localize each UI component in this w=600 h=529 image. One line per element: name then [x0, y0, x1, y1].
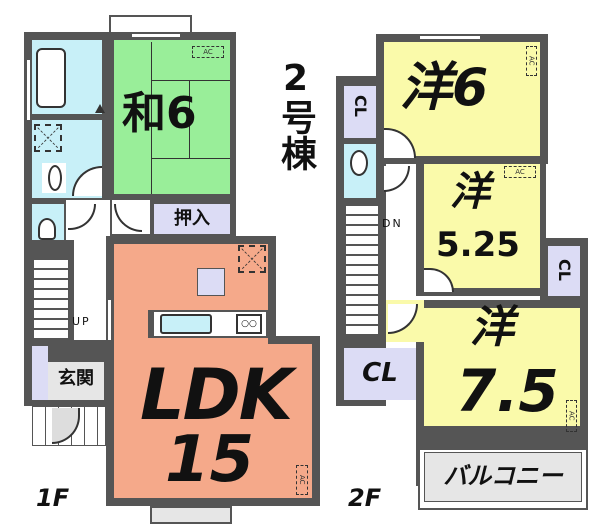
- room-yo6: [384, 42, 540, 156]
- room-label-genkan: 玄関: [58, 368, 94, 389]
- kitchen-sink-icon: [160, 314, 212, 334]
- ac-icon: AC: [526, 46, 537, 76]
- stair-dn-label: DN: [382, 217, 403, 230]
- toilet-icon: [350, 150, 368, 176]
- room-yo75: [424, 308, 580, 426]
- room-ldk-ext: [150, 344, 312, 498]
- room-label-oshiire: 押入: [174, 208, 210, 229]
- floor-label-1f: 1F: [36, 484, 70, 512]
- fridge-icon: [197, 268, 225, 296]
- stairs-1f[interactable]: [32, 260, 70, 344]
- hall-stair: [74, 240, 106, 350]
- window: [27, 60, 30, 120]
- room-label-yo525-kanji: 洋: [450, 169, 490, 215]
- window: [132, 34, 180, 37]
- room-cl3: [548, 246, 580, 296]
- room-balcony: [424, 452, 582, 502]
- room-cl1: [344, 86, 376, 138]
- tatami-line: [151, 158, 230, 159]
- room-genkan: [48, 362, 104, 400]
- sink-icon: [48, 165, 62, 191]
- room-label-ldk-size: 15: [165, 423, 255, 497]
- room-label-cl3: CL: [555, 259, 574, 281]
- triangle-door-icon: [95, 104, 105, 113]
- stair-up-label: UP: [72, 315, 91, 328]
- stove-icon: ○○: [236, 314, 262, 334]
- bay-window-bottom: [150, 506, 232, 524]
- room-oshiire: [154, 204, 230, 234]
- room-label-washitsu: 和6: [122, 88, 197, 139]
- bathtub-icon: [36, 48, 66, 108]
- room-label-cl1: CL: [351, 95, 370, 117]
- window: [590, 330, 593, 390]
- room-cl2: [344, 348, 416, 400]
- room-label-balcony: バルコニー: [443, 462, 563, 490]
- room-label-yo75-size: 7.5: [456, 357, 559, 425]
- room-label-cl2: CL: [362, 358, 398, 388]
- floor-label-2f: 2F: [348, 484, 382, 512]
- room-label-yo525-size: 5.25: [436, 225, 520, 265]
- tatami-line: [151, 42, 152, 194]
- room-yo525: [424, 164, 540, 288]
- storage-space-icon: [238, 245, 266, 273]
- tatami-line: [189, 80, 190, 158]
- stairs-2f[interactable]: [344, 206, 380, 336]
- ac-icon: AC: [504, 166, 536, 178]
- room-label-yo75-kanji: 洋: [470, 302, 514, 353]
- shoe-box: [32, 346, 48, 400]
- ac-icon: AC: [566, 400, 577, 432]
- room-washitsu: [114, 40, 230, 194]
- tatami-line: [151, 80, 230, 81]
- ac-icon: AC: [192, 46, 224, 58]
- window: [420, 36, 480, 39]
- ac-icon: AC: [296, 465, 308, 495]
- window: [108, 300, 111, 340]
- building-title: 2号棟: [275, 58, 316, 171]
- toilet-icon: [38, 218, 56, 240]
- room-label-yo6: 洋6: [400, 58, 489, 118]
- washer-space-icon: [34, 124, 62, 152]
- room-label-ldk: LDK: [140, 354, 293, 436]
